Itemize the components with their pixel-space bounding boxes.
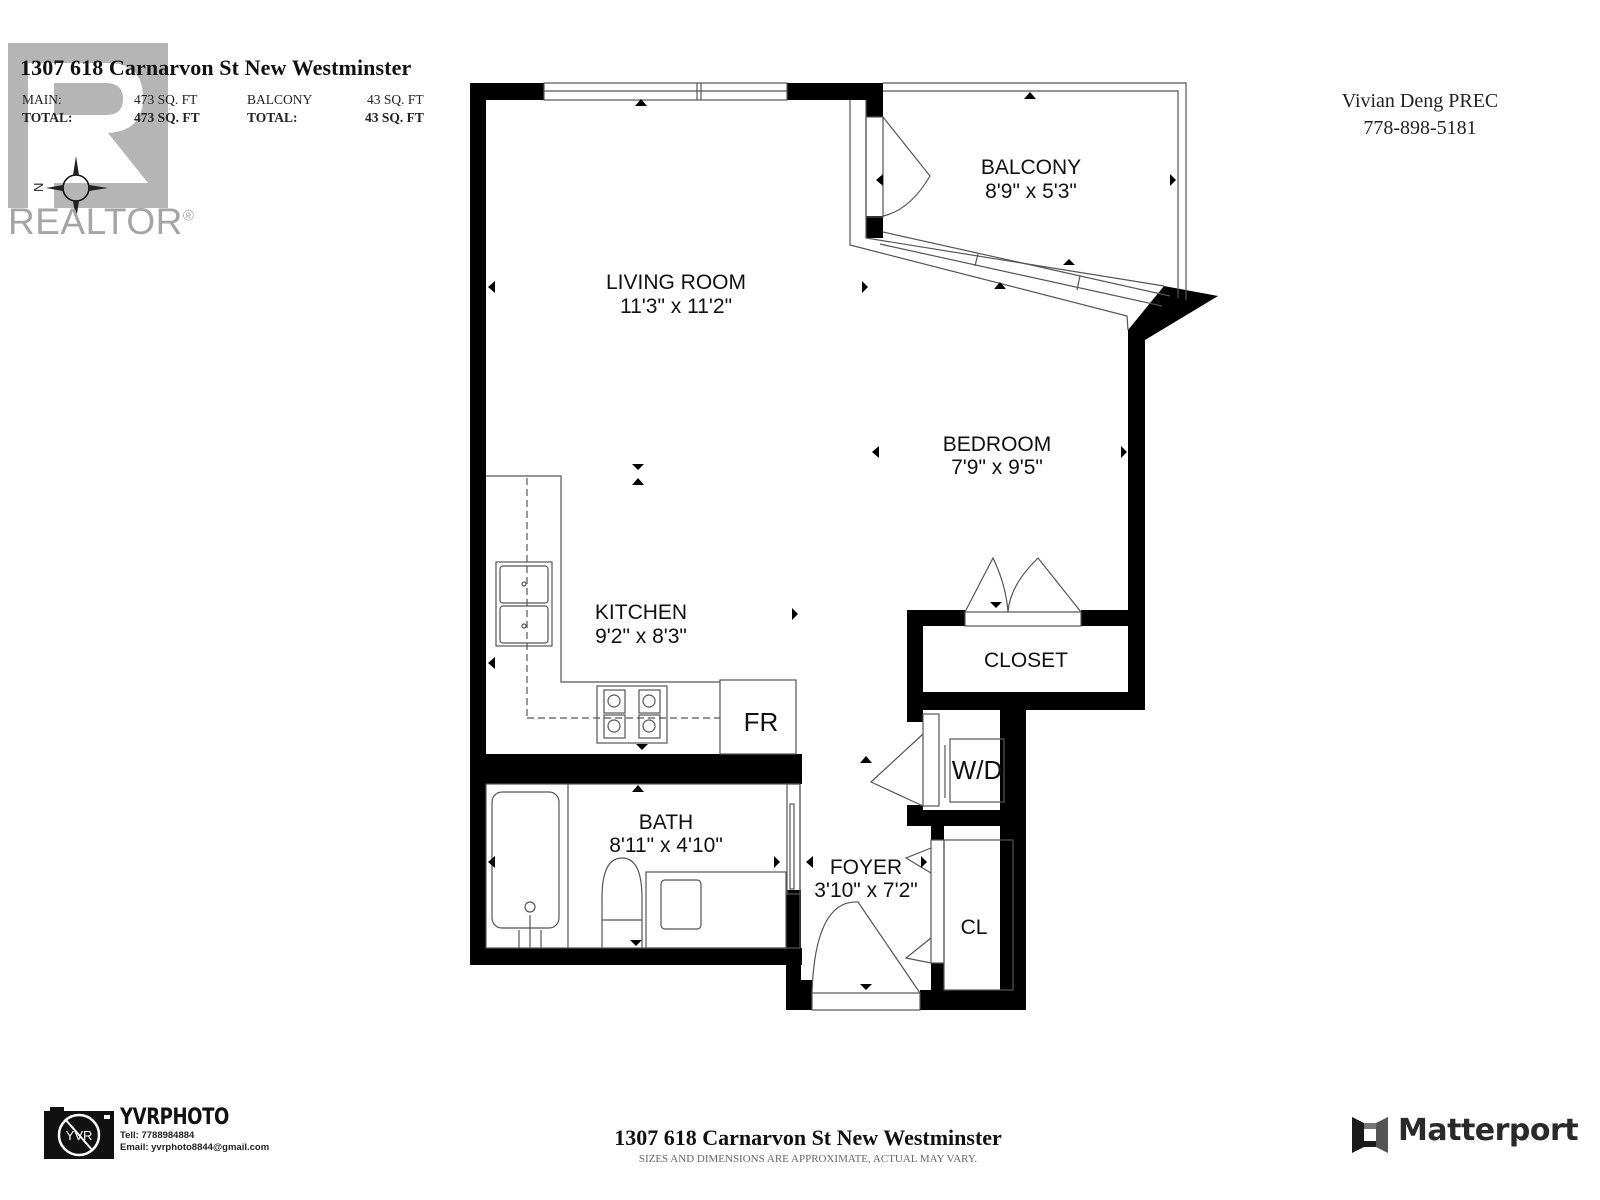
room-labels: BALCONY 8'9" x 5'3" LIVING ROOM 11'3" x … — [595, 156, 1081, 939]
footer: 1307 618 Carnarvon St New Westminster SI… — [0, 1125, 1600, 1165]
realtor-wordmark: REALTOR — [8, 201, 183, 242]
disclaimer: SIZES AND DIMENSIONS ARE APPROXIMATE, AC… — [638, 1153, 978, 1165]
kitchen-dims: 9'2" x 8'3" — [595, 625, 687, 648]
balcony-value: 43 SQ. FT — [367, 92, 424, 107]
bath-label: BATH — [639, 811, 693, 834]
photographer-phone: Tell: 7788984884 — [120, 1130, 195, 1141]
main-value: 473 SQ. FT — [134, 92, 198, 107]
svg-text:YVR: YVR — [66, 1128, 93, 1143]
agent-phone: 778-898-5181 — [1363, 117, 1477, 139]
camera-icon: YVR — [44, 1107, 114, 1159]
photographer-name: YVRPHOTO — [120, 1105, 229, 1130]
photographer-block: YVR YVRPHOTO Tell: 7788984884 Email: yvr… — [42, 1105, 302, 1161]
footer-title: 1307 618 Carnarvon St New Westminster — [614, 1125, 1002, 1150]
total-value: 473 SQ. FT — [134, 110, 200, 125]
compass-icon: N — [31, 156, 108, 220]
registered-mark: ® — [182, 207, 195, 225]
listing-title: 1307 618 Carnarvon St New Westminster — [20, 55, 412, 80]
bedroom-dims: 7'9" x 9'5" — [951, 456, 1043, 479]
bath-dims: 8'11" x 4'10" — [609, 834, 723, 857]
living-room-dims: 11'3" x 11'2" — [620, 295, 732, 318]
total-label: TOTAL: — [22, 110, 73, 125]
main-label: MAIN: — [22, 92, 62, 107]
photographer-email: Email: yvrphoto8844@gmail.com — [120, 1142, 270, 1153]
kitchen-label: KITCHEN — [595, 601, 687, 624]
matterport-logo: Matterport — [1350, 1113, 1590, 1157]
agent-name: Vivian Deng PREC — [1341, 90, 1499, 112]
matterport-wordmark: Matterport — [1398, 1113, 1579, 1148]
balcony-dims: 8'9" x 5'3" — [985, 180, 1077, 203]
bedroom-label: BEDROOM — [943, 433, 1052, 456]
realtor-r-icon: N — [8, 43, 168, 220]
living-room-label: LIVING ROOM — [606, 271, 746, 294]
walls — [470, 83, 1218, 1010]
balcony-total-value: 43 SQ. FT — [365, 110, 424, 125]
header-block: 1307 618 Carnarvon St New Westminster MA… — [20, 55, 480, 125]
matterport-icon — [1352, 1117, 1388, 1153]
fixtures — [485, 82, 1187, 1011]
foyer-dims: 3'10" x 7'2" — [814, 879, 918, 902]
agent-block: Vivian Deng PREC 778-898-5181 — [1300, 88, 1540, 142]
cl-label: CL — [961, 916, 988, 939]
dimension-markers — [488, 92, 1176, 990]
svg-text:N: N — [31, 183, 46, 192]
washer-dryer-label: W/D — [952, 755, 1003, 785]
fridge-label: FR — [744, 707, 779, 737]
realtor-logo: N REALTOR® — [8, 43, 194, 248]
balcony-label: BALCONY — [247, 92, 313, 107]
closet-label: CLOSET — [984, 649, 1068, 672]
foyer-label: FOYER — [830, 856, 902, 879]
balcony-total-label: TOTAL: — [247, 110, 298, 125]
balcony-label: BALCONY — [981, 156, 1081, 179]
